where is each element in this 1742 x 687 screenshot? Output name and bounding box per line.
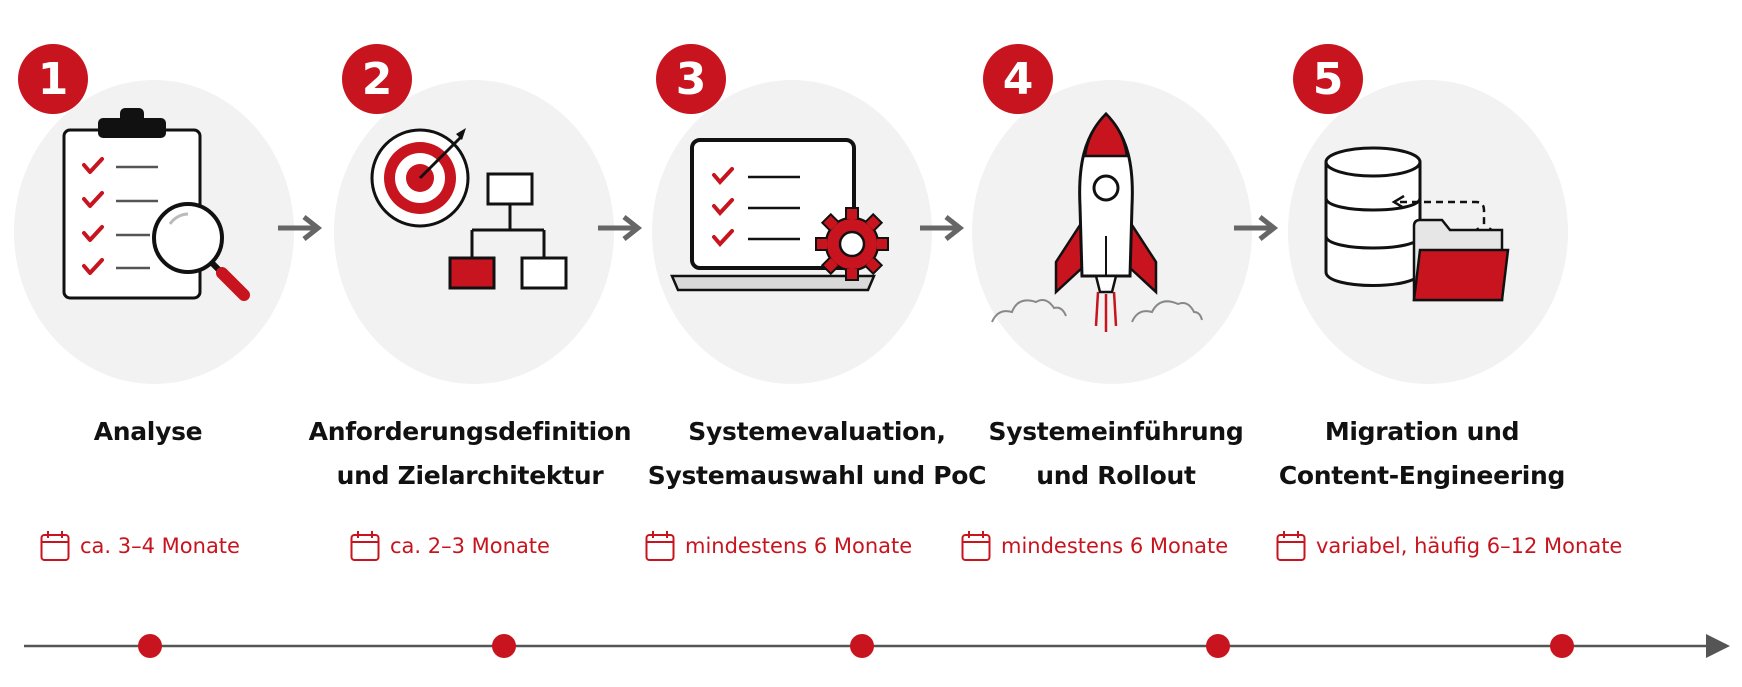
timeline — [24, 634, 1730, 658]
step-5-title: Migration und Content-Engineering — [1242, 410, 1602, 498]
calendar-icon — [40, 531, 70, 561]
step-4: 4 Systemeinführung und Rollout — [960, 0, 1320, 687]
step-3-title: Systemevaluation, Systemauswahl und PoC — [637, 410, 997, 498]
clipboard-magnifier-icon — [62, 108, 250, 301]
step-4-number-badge: 4 — [983, 44, 1053, 114]
step-4-title-line-1: Systemeinführung — [988, 417, 1244, 446]
step-1: 1 Analyse — [0, 0, 360, 687]
arrow-right-icon — [1234, 215, 1279, 241]
step-1-title: Analyse — [0, 410, 328, 454]
arrow-right-icon — [278, 215, 323, 241]
timeline-marker-3 — [850, 634, 874, 658]
step-2-number-badge: 2 — [342, 44, 412, 114]
step-2-title-line-2: und Zielarchitektur — [336, 461, 604, 490]
step-5-duration: variabel, häufig 6–12 Monate — [1276, 530, 1622, 562]
arrow-right-icon — [598, 215, 643, 241]
calendar-icon — [645, 531, 675, 561]
step-1-duration-text: ca. 3–4 Monate — [80, 534, 240, 558]
step-4-duration: mindestens 6 Monate — [961, 530, 1228, 562]
step-2-title: Anforderungsdefinition und Zielarchitekt… — [290, 410, 650, 498]
calendar-icon — [1276, 531, 1306, 561]
step-3-title-line-2: Systemauswahl und PoC — [647, 461, 987, 490]
step-1-duration: ca. 3–4 Monate — [40, 530, 240, 562]
step-1-number-badge: 1 — [18, 44, 88, 114]
step-2-duration-text: ca. 2–3 Monate — [390, 534, 550, 558]
step-5: 5 Migration und Content-Engineering vari… — [1276, 0, 1640, 687]
step-4-duration-text: mindestens 6 Monate — [1001, 534, 1229, 558]
timeline-marker-5 — [1550, 634, 1574, 658]
step-5-number-badge: 5 — [1293, 44, 1363, 114]
step-4-title: Systemeinführung und Rollout — [936, 410, 1296, 498]
step-3-duration-text: mindestens 6 Monate — [685, 534, 913, 558]
rocket-icon — [991, 111, 1203, 332]
step-2-duration: ca. 2–3 Monate — [350, 530, 550, 562]
timeline-marker-4 — [1206, 634, 1230, 658]
calendar-icon — [350, 531, 380, 561]
step-3-duration: mindestens 6 Monate — [645, 530, 912, 562]
step-5-duration-text: variabel, häufig 6–12 Monate — [1316, 534, 1623, 558]
laptop-checklist-gear-icon — [670, 138, 889, 292]
arrow-right-icon — [920, 215, 965, 241]
timeline-marker-2 — [492, 634, 516, 658]
step-1-title-line-1: Analyse — [93, 417, 203, 446]
calendar-icon — [961, 531, 991, 561]
step-5-title-line-1: Migration und — [1324, 417, 1520, 446]
timeline-marker-1 — [138, 634, 162, 658]
step-3-title-line-1: Systemevaluation, — [688, 417, 946, 446]
step-3-number-badge: 3 — [656, 44, 726, 114]
timeline-arrowhead-icon — [1706, 634, 1730, 658]
step-2-title-line-1: Anforderungsdefinition — [308, 417, 632, 446]
step-5-title-line-2: Content-Engineering — [1278, 461, 1566, 490]
step-3: 3 — [640, 0, 1000, 687]
step-4-title-line-2: und Rollout — [1036, 461, 1196, 490]
database-folder-icon — [1324, 146, 1510, 302]
target-diagram-icon — [370, 128, 568, 290]
step-2-backdrop — [334, 80, 614, 384]
step-2: 2 Anforderungsdefinition und Zielarchite… — [309, 0, 680, 687]
